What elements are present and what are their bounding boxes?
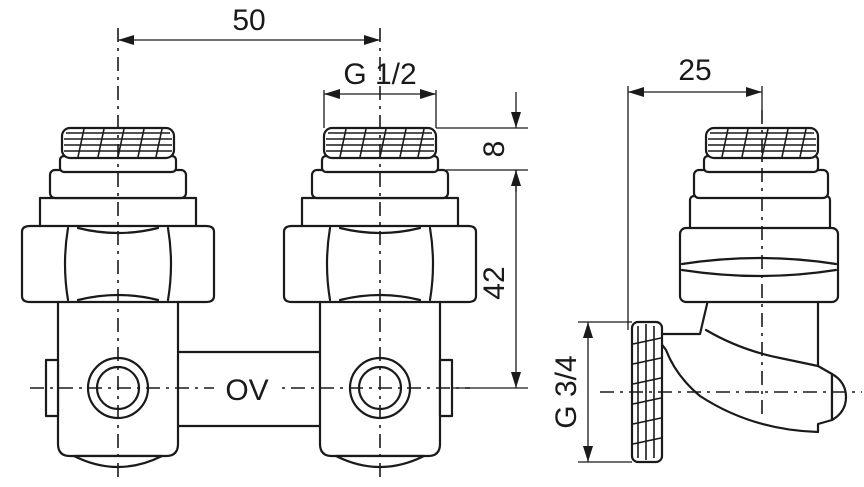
- elbow-body: [652, 298, 834, 434]
- side-dimensions: 25 G 3/4: [550, 54, 763, 463]
- elbow-end-cap: [830, 372, 848, 422]
- dim-body-height: 42: [478, 266, 511, 299]
- elbow-inner-curve: [704, 328, 820, 368]
- side-hex-nut: [678, 194, 840, 304]
- dim-outlet-thread: G 1/2: [343, 58, 416, 91]
- dim-inlet-thread: G 3/4: [550, 355, 583, 428]
- dim-center-distance: 50: [232, 4, 265, 37]
- ov-label: OV: [225, 374, 268, 407]
- dim-side-depth: 25: [678, 54, 711, 87]
- right-threaded-nipple: [322, 126, 438, 160]
- dim-thread-height: 8: [478, 141, 511, 158]
- side-collar-lower: [692, 168, 830, 200]
- front-view: OV: [20, 28, 478, 482]
- right-bottom-cap: [334, 454, 426, 469]
- side-view: [600, 110, 862, 464]
- front-dimensions: 50 G 1/2 8 42: [118, 4, 528, 389]
- ov-label-backdrop: [214, 372, 280, 406]
- left-bottom-cap: [72, 454, 164, 469]
